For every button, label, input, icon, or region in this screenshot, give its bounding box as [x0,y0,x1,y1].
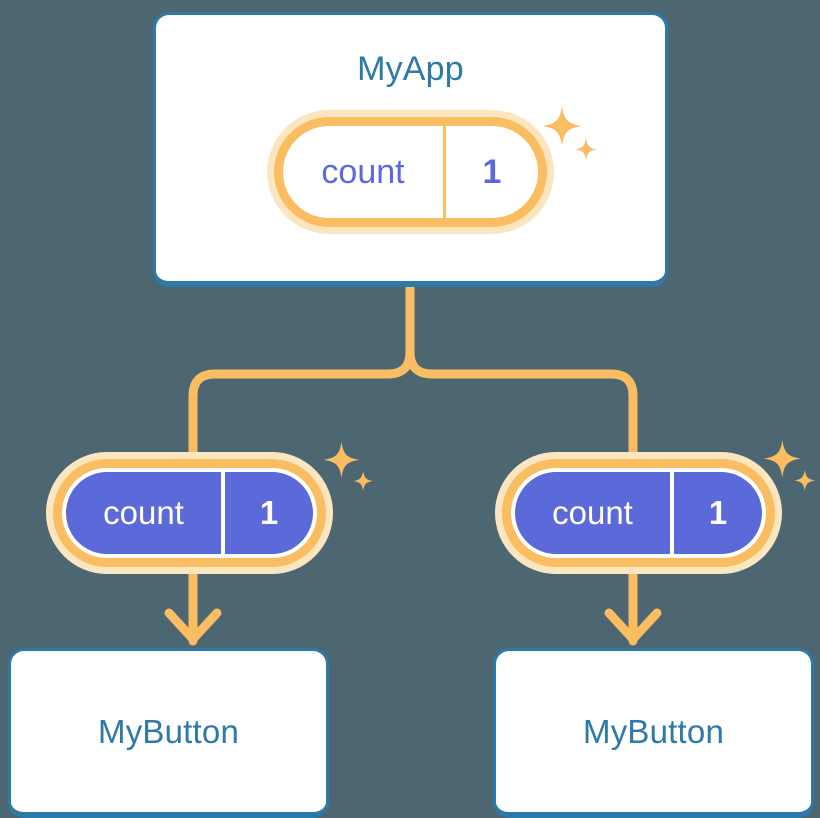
state-value-label: 1 [443,126,538,218]
state-pill-body: count 1 [283,126,538,218]
component-card-mybutton-left[interactable]: MyButton [8,648,329,818]
state-pill-ring: count 1 [502,459,775,567]
page-title: MyApp [357,50,464,88]
branch-connector [188,282,415,457]
branch-connector-right [405,282,638,457]
connector-layer [164,282,662,646]
state-key-label: count [103,494,184,531]
state-pill-child-right[interactable]: count 1 [495,452,782,574]
component-label: MyButton [98,712,239,750]
state-key-label: count [321,152,405,191]
arrow-down-icon-left-head [164,608,222,644]
state-pill-body: count 1 [62,468,317,558]
state-pill-child-left[interactable]: count 1 [46,452,333,574]
diagram-canvas: MyApp count 1 count 1 MyButton [8,12,816,818]
state-value-label: 1 [221,472,313,554]
state-pill-ring: count 1 [53,459,326,567]
state-pill-ring: count 1 [274,117,547,227]
state-key-label: count [552,494,633,531]
state-pill-body: count 1 [511,468,766,558]
state-value-label: 1 [670,472,762,554]
component-label: MyButton [583,712,724,750]
arrow-down-icon-right-head [604,608,662,644]
component-card-mybutton-right[interactable]: MyButton [493,648,814,818]
state-pill-root[interactable]: count 1 [267,110,554,234]
